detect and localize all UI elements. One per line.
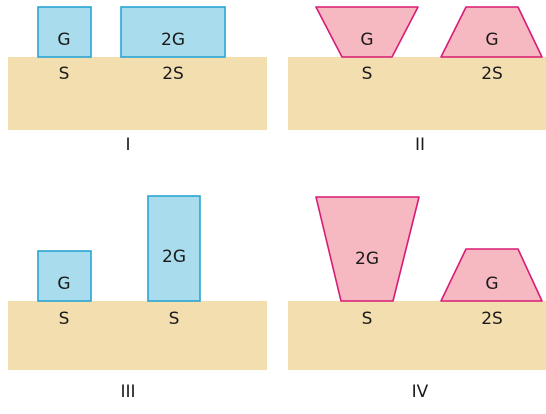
panel-1-weight-2: 2G bbox=[161, 30, 185, 50]
panel-2-trapezoid-2 bbox=[440, 6, 543, 58]
panel-3-area-2: S bbox=[169, 309, 180, 329]
panel-3-area-1: S bbox=[59, 309, 70, 329]
panel-1-area-1: S bbox=[59, 64, 70, 84]
panel-2-area-2: 2S bbox=[481, 64, 503, 84]
panel-4-weight-2: G bbox=[485, 274, 498, 294]
panel-2-weight-2: G bbox=[485, 30, 498, 50]
panel-4-area-2: 2S bbox=[481, 309, 503, 329]
panel-1-block-1 bbox=[37, 6, 92, 58]
panel-4: 2G G S 2S IV bbox=[288, 196, 546, 402]
panel-2-weight-1: G bbox=[360, 30, 373, 50]
panel-3: G 2G S S III bbox=[8, 195, 267, 402]
panel-1-weight-1: G bbox=[57, 30, 70, 50]
panel-3-ground bbox=[8, 301, 267, 370]
panel-3-block-1 bbox=[37, 250, 92, 302]
panel-3-label: III bbox=[120, 382, 135, 402]
panel-1-label: I bbox=[125, 135, 130, 155]
panel-4-trapezoid-1 bbox=[315, 196, 420, 302]
panel-2: G G S 2S II bbox=[288, 6, 546, 155]
panel-3-weight-1: G bbox=[57, 274, 70, 294]
panel-2-label: II bbox=[415, 135, 425, 155]
panel-3-weight-2: 2G bbox=[162, 247, 186, 267]
panel-4-ground bbox=[288, 301, 546, 370]
panel-2-ground bbox=[288, 57, 546, 130]
panel-1-block-2 bbox=[120, 6, 226, 58]
panel-2-area-1: S bbox=[362, 64, 373, 84]
panel-2-trapezoid-1 bbox=[315, 6, 419, 58]
panel-3-block-2 bbox=[147, 195, 201, 302]
panel-1-area-2: 2S bbox=[162, 64, 184, 84]
panel-1-ground bbox=[8, 57, 267, 130]
panel-4-weight-1: 2G bbox=[355, 249, 379, 269]
panel-4-label: IV bbox=[412, 382, 429, 402]
panel-1: G 2G S 2S I bbox=[8, 6, 267, 155]
panel-4-area-1: S bbox=[362, 309, 373, 329]
panel-4-trapezoid-2 bbox=[440, 248, 543, 302]
